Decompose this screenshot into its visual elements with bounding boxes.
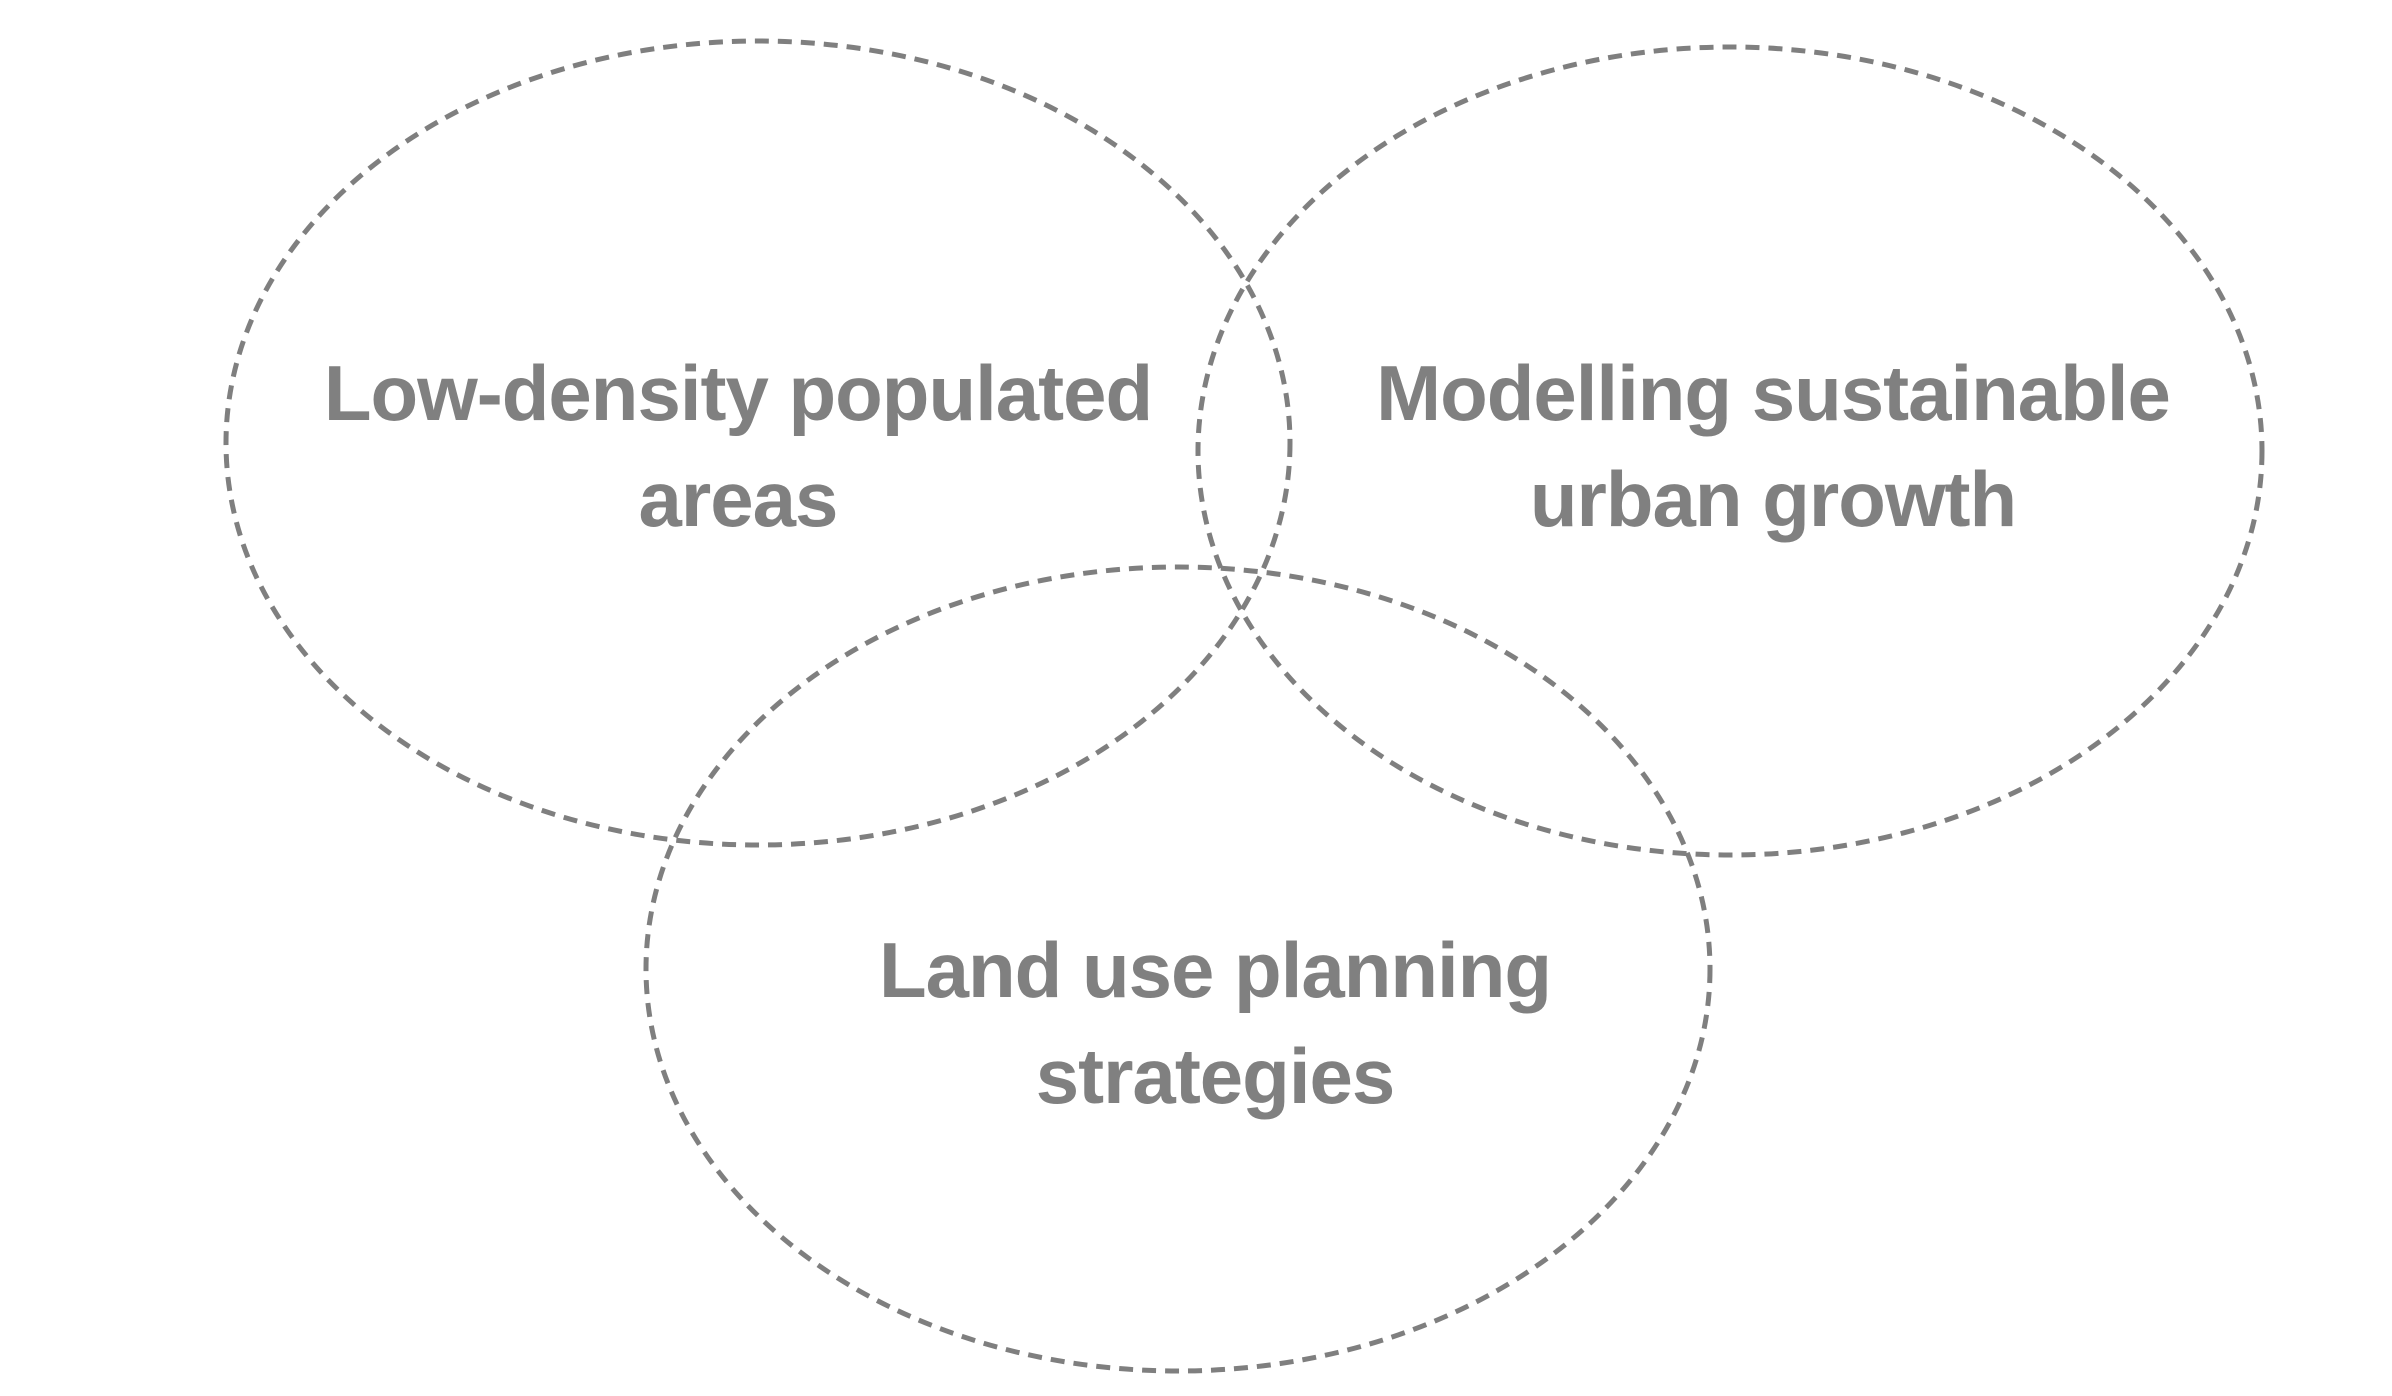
set-circle-land-use bbox=[643, 564, 1713, 1374]
set-label-line: Low-density populated bbox=[323, 349, 1153, 437]
set-label-line: strategies bbox=[1035, 1032, 1396, 1120]
set-label-low-density: Low-density populated areas bbox=[323, 340, 1153, 552]
set-label-line: areas bbox=[638, 455, 839, 543]
set-label-line: urban growth bbox=[1529, 455, 2017, 543]
set-label-land-use: Land use planning strategies bbox=[878, 917, 1552, 1129]
set-label-urban-growth: Modelling sustainable urban growth bbox=[1376, 340, 2171, 552]
set-circle-low-density bbox=[223, 38, 1293, 848]
set-circle-urban-growth bbox=[1195, 44, 2265, 858]
set-label-line: Modelling sustainable bbox=[1376, 349, 2171, 437]
set-label-line: Land use planning bbox=[878, 926, 1552, 1014]
